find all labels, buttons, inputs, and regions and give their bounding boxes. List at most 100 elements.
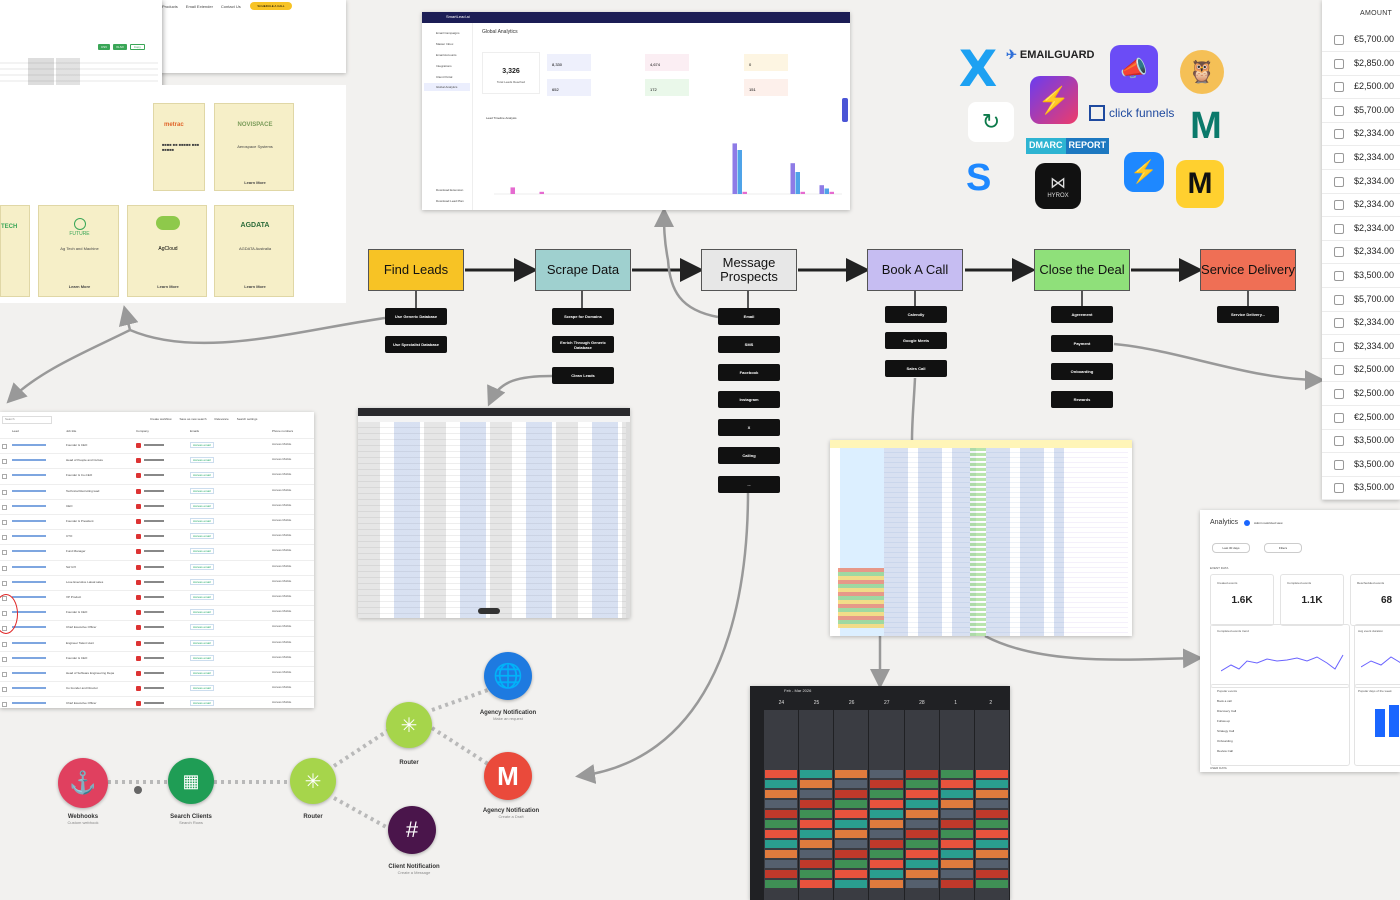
substep-x[interactable]: X [718, 419, 780, 436]
amount-row[interactable]: $3,500.00 [1322, 476, 1400, 500]
calendar-event[interactable] [905, 790, 938, 798]
calendar-event[interactable] [975, 830, 1008, 838]
calendar-event[interactable] [905, 830, 938, 838]
schedule-call-button[interactable]: SCHEDULE A CALL [250, 2, 292, 10]
company-name[interactable] [144, 702, 164, 705]
calendar-event[interactable] [975, 790, 1008, 798]
company-name[interactable] [144, 641, 164, 644]
access-mobile-button[interactable]: Access Mobile [272, 457, 292, 462]
access-mobile-button[interactable]: Access Mobile [272, 472, 292, 477]
substep-instagram[interactable]: Instagram [718, 391, 780, 408]
amount-row[interactable]: $5,700.00 [1322, 288, 1400, 312]
row-checkbox[interactable] [1334, 223, 1344, 234]
amount-row[interactable]: $2,334.00 [1322, 146, 1400, 170]
calendar-event[interactable] [905, 820, 938, 828]
amount-row[interactable]: $3,500.00 [1322, 453, 1400, 477]
calendar-event[interactable] [975, 880, 1008, 888]
row-checkbox[interactable] [2, 520, 7, 525]
learn-more-link[interactable]: Learn More [68, 284, 91, 289]
router-node[interactable]: ✳ [386, 702, 432, 748]
row-checkbox[interactable] [1334, 247, 1344, 258]
access-mobile-button[interactable]: Access Mobile [272, 578, 292, 583]
substep-clean-leads[interactable]: Clean Leads [552, 367, 614, 384]
sidebar-item[interactable]: Master Inbox [436, 42, 454, 46]
lead-name[interactable] [12, 702, 46, 705]
company-card[interactable]: metrac ■■■■ ■■ ■■■■■ ■■■ ■■■■■ [153, 103, 205, 191]
company-name[interactable] [144, 444, 164, 446]
calendar-column[interactable] [799, 710, 834, 900]
calendar-event[interactable] [975, 840, 1008, 848]
calendar-event[interactable] [940, 780, 973, 788]
access-mobile-button[interactable]: Access Mobile [272, 548, 292, 553]
access-mobile-button[interactable]: Access Mobile [272, 700, 292, 705]
amount-row[interactable]: $2,500.00 [1322, 358, 1400, 383]
lead-name[interactable] [12, 656, 46, 659]
webhooks-node[interactable]: ⚓ [58, 758, 108, 808]
row-checkbox[interactable] [2, 672, 7, 677]
lead-name[interactable] [12, 444, 46, 446]
row-checkbox[interactable] [2, 580, 7, 586]
access-email-button[interactable]: Access email [190, 472, 214, 479]
calendar-event[interactable] [905, 870, 938, 878]
doc-menu-item[interactable]: Products [162, 4, 178, 9]
calendar-event[interactable] [975, 770, 1008, 778]
calendar-event[interactable] [975, 780, 1008, 788]
lead-name[interactable] [12, 580, 46, 583]
calendar-column[interactable] [974, 710, 1009, 900]
access-email-button[interactable]: Access email [190, 563, 214, 570]
calendar-event[interactable] [835, 820, 868, 828]
access-email-button[interactable]: Access email [190, 700, 214, 707]
calendar-event[interactable] [905, 800, 938, 808]
stage-service-delivery[interactable]: Service Delivery [1200, 249, 1296, 291]
calendar-event[interactable] [800, 800, 833, 808]
access-mobile-button[interactable]: Access Mobile [272, 609, 292, 614]
calendar-event[interactable] [905, 770, 938, 778]
row-checkbox[interactable] [1334, 82, 1344, 93]
access-mobile-button[interactable]: Access Mobile [272, 533, 292, 538]
row-checkbox[interactable] [2, 489, 7, 495]
access-email-button[interactable]: Access email [190, 518, 214, 524]
calendar-column[interactable] [939, 710, 974, 900]
sidebar-item[interactable]: Download Lead Plan [436, 199, 464, 203]
sidebar-item[interactable]: Email Campaigns [436, 31, 460, 35]
calendar-event[interactable] [800, 860, 833, 868]
access-mobile-button[interactable]: Access Mobile [272, 502, 292, 507]
date-filter[interactable]: Last 30 days [1212, 543, 1250, 553]
access-mobile-button[interactable]: Access Mobile [272, 670, 292, 674]
calendar-day[interactable]: 27 [884, 700, 890, 706]
amount-row[interactable]: $2,334.00 [1322, 311, 1400, 336]
substep-calendly[interactable]: Calendly [885, 306, 947, 323]
access-mobile-button[interactable]: Access Mobile [272, 594, 292, 598]
create-workflow-button[interactable]: Create workflow [150, 417, 172, 421]
filters-button[interactable]: Filters [1264, 543, 1302, 553]
calendar-event[interactable] [870, 780, 903, 788]
lead-name[interactable] [12, 474, 46, 477]
calendar-event[interactable] [940, 810, 973, 818]
substep-sms[interactable]: SMS [718, 336, 780, 353]
row-checkbox[interactable] [2, 535, 7, 541]
access-email-button[interactable]: Access email [190, 442, 214, 448]
calendar-day[interactable]: 28 [919, 700, 925, 706]
amount-row[interactable]: $2,334.00 [1322, 217, 1400, 241]
calendar-event[interactable] [765, 820, 798, 828]
calendar-event[interactable] [835, 840, 868, 848]
access-email-button[interactable]: Access email [190, 685, 214, 692]
row-checkbox[interactable] [2, 504, 7, 510]
row-checkbox[interactable] [1334, 459, 1344, 470]
row-checkbox[interactable] [1334, 58, 1344, 69]
calendar-event[interactable] [765, 860, 798, 868]
company-name[interactable] [144, 596, 164, 598]
calendar-event[interactable] [835, 860, 868, 868]
calendar-event[interactable] [870, 870, 903, 878]
calendar-event[interactable] [975, 820, 1008, 828]
list-item[interactable]: Review Call [1217, 749, 1233, 753]
amount-row[interactable]: $3,500.00 [1322, 264, 1400, 288]
calendar-event[interactable] [835, 870, 868, 878]
sidebar-item[interactable]: Download Extension [436, 188, 464, 192]
calendar-event[interactable] [800, 840, 833, 848]
stage-find-leads[interactable]: Find Leads [368, 249, 464, 291]
calendar-event[interactable] [765, 850, 798, 858]
